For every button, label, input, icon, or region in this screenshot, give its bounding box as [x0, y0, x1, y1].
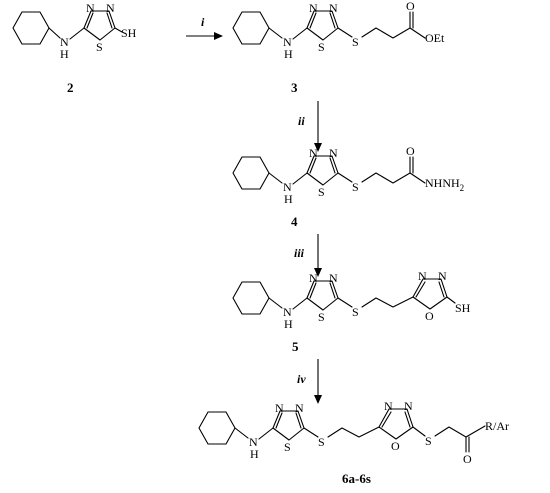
- compound-3: N H N N S S O OEt 3: [232, 0, 445, 95]
- oxadiazole-n1: N: [418, 269, 427, 283]
- compound-2-bonds: [48, 10, 123, 41]
- oxadiazole-o: O: [425, 309, 434, 323]
- ring-n2: N: [329, 146, 338, 160]
- oxadiazole-n2: N: [438, 269, 447, 283]
- ring-n1: N: [309, 271, 318, 285]
- amine-n: N: [283, 35, 292, 49]
- compound-number: 2: [67, 80, 74, 95]
- oxadiazole-n2: N: [404, 399, 413, 413]
- amine-h: H: [284, 192, 293, 206]
- oxadiazole-o: O: [391, 439, 400, 453]
- step-label: iv: [297, 372, 306, 386]
- step-ii-arrow: ii: [298, 101, 322, 152]
- step-label: ii: [298, 114, 305, 128]
- ring-s: S: [318, 40, 325, 54]
- compound-number: 4: [291, 214, 298, 229]
- oxadiazole-n1: N: [384, 399, 393, 413]
- compound-4-cyclohexyl-ring: [232, 156, 270, 190]
- thiol-sh: SH: [121, 26, 137, 40]
- linker-s: S: [352, 305, 359, 319]
- step-label: iii: [294, 246, 305, 260]
- hydrazide-text: NHNH: [425, 176, 460, 190]
- compound-5-cyclohexyl-ring: [232, 281, 270, 315]
- ring-n2: N: [329, 271, 338, 285]
- compound-4: N H N N S S O NHNH2 4: [232, 144, 464, 229]
- amine-h: H: [284, 47, 293, 61]
- ring-n1: N: [309, 1, 318, 15]
- ring-n1: N: [309, 146, 318, 160]
- step-iii-arrow: iii: [294, 234, 322, 277]
- amine-n: N: [283, 180, 292, 194]
- keto-o: O: [463, 452, 472, 466]
- amine-h: H: [60, 47, 69, 61]
- compound-5-bonds: [268, 278, 456, 311]
- hydrazide: NHNH2: [425, 176, 464, 193]
- compound-6-cyclohexyl-ring: [198, 411, 236, 445]
- carbonyl-o: O: [406, 144, 415, 158]
- compound-number: 6a-6s: [342, 471, 371, 486]
- step-label: i: [201, 15, 205, 29]
- ring-s: S: [318, 185, 325, 199]
- amine-h: H: [284, 317, 293, 331]
- compound-number: 3: [291, 80, 298, 95]
- compound-2: N H N N S SH 2: [12, 1, 137, 95]
- ring-n2: N: [329, 1, 338, 15]
- ring-n2: N: [106, 1, 115, 15]
- compound-6a-6s: N H N N S S N N O S O R/Ar 6a-6s: [198, 399, 509, 486]
- ring-s: S: [284, 440, 291, 454]
- ring-n2: N: [295, 401, 304, 415]
- hydrazide-subscript: 2: [460, 183, 465, 193]
- thiol-sh: SH: [455, 301, 471, 315]
- compound-5: N H N N S S N N O SH 5: [232, 269, 471, 354]
- compound-2-cyclohexyl-ring: [12, 11, 50, 45]
- step-i-arrow: i: [186, 15, 223, 40]
- ring-n1: N: [86, 1, 95, 15]
- amine-n: N: [60, 35, 69, 49]
- ethoxy-oet: OEt: [425, 31, 445, 45]
- compound-6-bonds: [234, 408, 486, 453]
- compound-3-bonds: [268, 10, 426, 41]
- compound-3-cyclohexyl-ring: [232, 11, 270, 45]
- amine-n: N: [283, 305, 292, 319]
- compound-number: 5: [292, 339, 299, 354]
- ring-s: S: [96, 40, 103, 54]
- linker-s: S: [352, 35, 359, 49]
- linker-s: S: [318, 435, 325, 449]
- linker-s: S: [352, 180, 359, 194]
- ring-n1: N: [275, 401, 284, 415]
- compound-4-bonds: [268, 155, 426, 186]
- ring-s: S: [318, 310, 325, 324]
- amine-h: H: [250, 447, 259, 461]
- linker-s2: S: [425, 434, 432, 448]
- substituent-r-ar: R/Ar: [485, 419, 509, 433]
- amine-n: N: [249, 435, 258, 449]
- step-iv-arrow: iv: [297, 359, 322, 404]
- carbonyl-o: O: [406, 0, 415, 13]
